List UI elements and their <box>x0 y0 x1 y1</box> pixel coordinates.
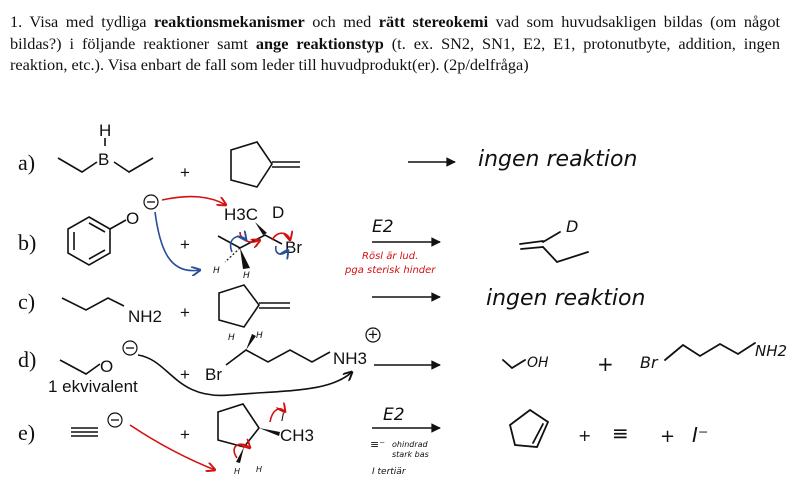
cyclopentane-ring <box>217 403 260 448</box>
reaction-d: d) O 1 ekvivalent + Br H H NH3 + OH + Br… <box>18 325 787 397</box>
ethyl-bond <box>57 157 98 173</box>
cyclopentene-product <box>508 408 550 448</box>
question-text: 1. Visa med tydliga reaktionsmekanismer … <box>10 11 780 76</box>
cyclopentane-ring <box>230 141 273 188</box>
note-red: Rösl är lud. <box>362 251 418 262</box>
plus-sign: + <box>180 425 190 444</box>
product-br: Br <box>640 353 659 372</box>
atom-h: H <box>256 331 263 341</box>
negative-charge-icon <box>122 340 138 356</box>
emphasis-text: rätt stereokemi <box>378 12 489 31</box>
atom-h: H <box>256 465 262 474</box>
atom-b: B <box>98 150 109 169</box>
product-alkyne: ≡ <box>612 421 629 445</box>
label-b: b) <box>18 230 36 255</box>
emphasis-text: reaktionsmekanismer <box>154 12 305 31</box>
atom-h: H <box>234 467 240 476</box>
equivalent-note: 1 ekvivalent <box>48 377 138 396</box>
label-d: d) <box>18 347 36 372</box>
atom-h: H <box>213 266 220 276</box>
question-text-part: Visa med tydliga <box>22 12 155 31</box>
curved-arrow <box>161 195 226 205</box>
atom-nh3: NH3 <box>333 349 367 368</box>
question-number: 1. <box>10 12 23 31</box>
reaction-b: b) O + H3C D Br H H E2 Rösl är lud. pga … <box>18 194 589 281</box>
question-text-part: (t. ex. SN2, SN1, E2, E1, protonutbyte, … <box>10 33 780 75</box>
plus-sign: + <box>180 303 190 322</box>
product-d: D <box>566 217 578 236</box>
note-red: pga sterisk hinder <box>344 265 436 276</box>
label-e: e) <box>18 420 35 445</box>
positive-charge-icon <box>365 327 381 343</box>
curved-arrow <box>154 211 200 271</box>
plus-sign: + <box>180 365 190 384</box>
atom-br: Br <box>205 365 222 384</box>
plus-sign: + <box>578 426 591 445</box>
reaction-a: a) H B + ingen reaktion <box>18 121 637 188</box>
plus-sign: + <box>180 163 190 182</box>
answer-c: ingen reaktion <box>486 286 645 311</box>
plus-sign: + <box>180 235 190 254</box>
answer-a: ingen reaktion <box>478 147 637 172</box>
question-text-part: vad som huvudsakligen bildas (om något b… <box>10 12 780 53</box>
curved-arrow <box>137 354 352 397</box>
atom-h: H <box>228 333 235 343</box>
atom-o: O <box>126 209 139 228</box>
negative-charge-icon <box>107 412 123 428</box>
negative-charge-icon <box>143 194 159 210</box>
atom-d: D <box>272 203 284 222</box>
atom-br: Br <box>285 238 302 257</box>
plus-sign: + <box>597 352 614 376</box>
question-text-part: och med <box>304 12 379 31</box>
product-nh2: NH2 <box>755 342 787 360</box>
reaction-c: c) NH2 + ingen reaktion <box>18 284 645 328</box>
note: ohindrad <box>392 440 429 449</box>
label-a: a) <box>18 150 35 175</box>
atom-h: H <box>243 271 250 281</box>
atom-h: H <box>99 121 111 140</box>
arrow-label-e2: E2 <box>383 405 405 425</box>
product-iodide: I⁻ <box>692 423 708 447</box>
ethyl-bond <box>113 157 154 173</box>
note: stark bas <box>392 450 429 459</box>
atom-nh2: NH2 <box>128 307 162 326</box>
note: I tertiär <box>372 467 407 477</box>
arrow-label-e2: E2 <box>372 217 394 237</box>
positive-charge-sign: + <box>368 325 378 344</box>
product-ethanol: OH <box>527 355 549 371</box>
plus-sign: + <box>660 426 675 447</box>
curved-arrow <box>129 424 215 470</box>
atom-ch3: CH3 <box>280 426 314 445</box>
atom-i: I <box>281 411 284 424</box>
emphasis-text: ange reaktionstyp <box>255 33 384 53</box>
note-base: ≡⁻ <box>370 438 385 451</box>
atom-h3c: H3C <box>224 205 258 224</box>
cyclopentane-ring <box>218 284 260 328</box>
reaction-e: e) + CH3 I H H E2 ≡⁻ ohindrad stark bas … <box>18 404 708 477</box>
atom-o: O <box>100 357 113 376</box>
label-c: c) <box>18 289 35 314</box>
